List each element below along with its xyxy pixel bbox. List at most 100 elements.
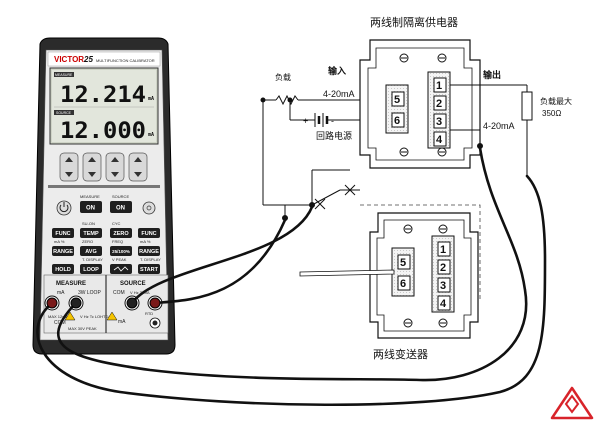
source-on-label: ON — [116, 206, 125, 212]
rtd-label: RTD — [145, 311, 153, 316]
keypad-button-label: TEMP — [83, 231, 99, 237]
measure-on-label: ON — [86, 206, 95, 212]
lcd-measure-tag: MEASURE — [55, 73, 73, 77]
iso-terminal-6: 6 — [394, 115, 400, 127]
measure-section-tag: MEASURE — [80, 194, 100, 199]
dashed-wire — [360, 204, 481, 301]
output-circuit — [450, 84, 533, 176]
max-label: MAX 30V PEAK — [68, 326, 97, 331]
meter-model: 25 — [83, 55, 93, 64]
brand-logo-icon — [550, 386, 594, 420]
plus-sign: + — [303, 116, 308, 126]
keypad: FUNC SU-ON TEMP CYC ZERO FUNC mA % RANGE ZERO AVG… — [52, 221, 161, 274]
key-caption: FREQ — [112, 239, 123, 244]
keypad-button[interactable] — [110, 246, 132, 256]
keypad-button[interactable] — [52, 264, 74, 274]
output-label: 输出 — [483, 69, 501, 81]
iso-terminal-4: 4 — [436, 134, 443, 146]
iso-terminal-1: 1 — [436, 80, 442, 92]
lcd-source-value: 12.000 — [60, 119, 146, 144]
ramp-wave-icon — [113, 266, 129, 272]
keypad-button-label: ZERO — [113, 231, 129, 237]
iso-terminal-3: 3 — [436, 116, 442, 128]
keypad-button-label: LOOP — [83, 267, 99, 273]
key-caption: mA % — [54, 239, 65, 244]
keypad-button-label: 25/100% — [112, 249, 130, 254]
keypad-button[interactable] — [80, 264, 102, 274]
key-caption: mA % — [140, 239, 151, 244]
meter-subtitle: MULTIFUNCTION CALIBRATOR — [96, 58, 155, 63]
warn-label: MAX 12mA — [48, 314, 69, 319]
loop-label: 3W LOOP — [78, 290, 101, 296]
keypad-button-label: RANGE — [139, 249, 159, 255]
isolator-title: 两线制隔离供电器 — [370, 15, 458, 29]
key-caption: CYC — [112, 221, 121, 226]
lower-source-label: SOURCE — [120, 281, 146, 287]
keypad-button-label: FUNC — [141, 231, 156, 237]
tx-terminal-5: 5 — [400, 257, 406, 269]
load-max-value: 350Ω — [542, 109, 561, 118]
source-vhz-label: V Hz TcmA — [130, 290, 150, 295]
test-leads — [36, 146, 547, 407]
source-on-button[interactable] — [110, 201, 132, 213]
key-caption: ZERO — [82, 239, 93, 244]
measure-on-button[interactable] — [80, 201, 102, 213]
keypad-button[interactable] — [110, 228, 132, 238]
tx-terminal-3: 3 — [440, 280, 446, 292]
input-label: 输入 — [328, 65, 346, 77]
key-caption: T. DISPLAY — [140, 257, 161, 262]
load-label: 负载 — [275, 72, 291, 82]
keypad-button[interactable] — [80, 246, 102, 256]
tx-terminal-2: 2 — [440, 262, 446, 274]
source-section-tag: SOURCE — [112, 194, 129, 199]
key-caption: V PEAK — [112, 257, 127, 262]
warning-icon — [64, 311, 76, 321]
keypad-button[interactable] — [52, 228, 74, 238]
tx-terminal-4: 4 — [440, 298, 447, 310]
meter-brand: VICTOR — [54, 55, 84, 64]
warning-icon-2 — [106, 311, 118, 321]
lcd-measure-value: 12.214 — [60, 83, 146, 108]
keypad-button[interactable] — [138, 264, 160, 274]
power-button[interactable] — [56, 200, 72, 216]
current-out-label: 4-20mA — [483, 121, 515, 131]
keypad-button-label: FUNC — [55, 231, 70, 237]
keypad-button[interactable] — [138, 228, 160, 238]
load-max-label: 负载最大 — [540, 96, 572, 106]
keypad-button[interactable] — [80, 228, 102, 238]
keypad-button[interactable] — [138, 246, 160, 256]
tx-terminal-6: 6 — [400, 278, 406, 290]
key-caption: SU-ON — [82, 221, 95, 226]
vhz-label: V Hz Tc LOHTD — [80, 314, 108, 319]
iso-terminal-5: 5 — [394, 94, 400, 106]
keypad-button-label: RANGE — [53, 249, 73, 255]
keypad-button-label: AVG — [85, 249, 97, 255]
key-caption: T. DISPLAY — [82, 257, 103, 262]
keypad-button[interactable] — [110, 264, 132, 274]
break-mark-2 — [314, 198, 326, 210]
lead-plugs — [46, 297, 161, 309]
keypad-button[interactable] — [52, 246, 74, 256]
source-com-label: COM — [113, 290, 125, 296]
lcd-source-unit: mA — [148, 132, 154, 138]
arrow-keys[interactable] — [59, 152, 148, 182]
lcd-measure-unit: mA — [148, 96, 154, 102]
lower-measure-label: MEASURE — [56, 281, 86, 287]
jack-rtd[interactable] — [149, 317, 161, 329]
current-in-label: 4-20mA — [323, 89, 355, 99]
keypad-button-label: HOLD — [55, 267, 71, 273]
backlight-button[interactable] — [142, 201, 156, 215]
measure-ma-label: mA — [57, 290, 65, 296]
isolator-module — [359, 39, 481, 169]
calibrator-meter: VICTOR 25 MULTIFUNCTION CALIBRATOR MEASU… — [32, 37, 176, 355]
tx-terminal-1: 1 — [440, 244, 446, 256]
lcd-source-tag: SOURCE — [56, 111, 72, 115]
transmitter-title: 两线变送器 — [373, 347, 428, 361]
loop-power-label: 回路电源 — [316, 130, 352, 142]
keypad-button-label: START — [140, 267, 159, 273]
transmitter-module — [299, 212, 479, 339]
minus-sign: - — [331, 116, 334, 126]
source-ma-label: mA — [118, 319, 126, 325]
break-mark-1 — [344, 184, 356, 196]
